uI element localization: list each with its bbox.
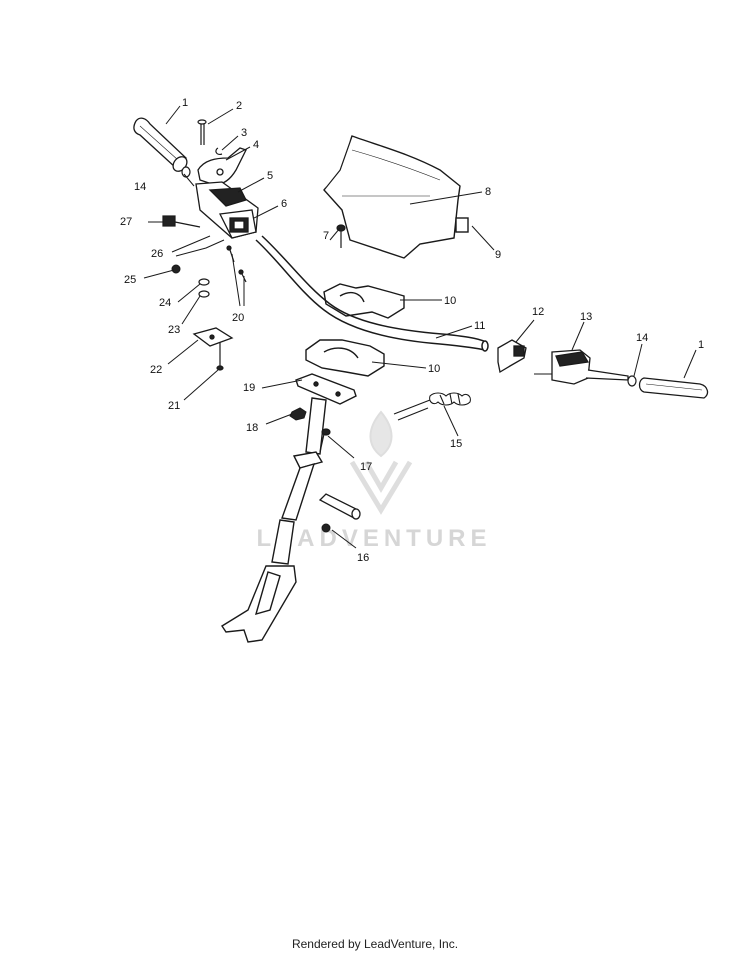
pin xyxy=(197,119,207,145)
callout-16: 16 xyxy=(357,552,369,564)
screw-17 xyxy=(319,428,331,453)
watermark-text: LEADVENTURE xyxy=(256,525,491,552)
callout-25: 25 xyxy=(124,274,136,286)
master-cylinder-13 xyxy=(534,349,629,385)
callout-6: 6 xyxy=(281,198,287,210)
throttle-housing xyxy=(195,181,259,239)
screws-20 xyxy=(226,245,247,283)
clamp-plate-22 xyxy=(192,327,234,347)
footer-credit: Rendered by LeadVenture, Inc. xyxy=(291,937,459,951)
screw-7 xyxy=(336,224,346,248)
callout-24: 24 xyxy=(159,297,171,309)
clip xyxy=(215,147,223,155)
coiled-cable-15 xyxy=(393,392,471,421)
callout-21: 21 xyxy=(168,400,180,412)
right-ferrule xyxy=(627,375,637,387)
left-ferrule xyxy=(181,166,191,178)
callout-1-right: 1 xyxy=(698,339,704,351)
steering-plate-19 xyxy=(295,373,357,405)
callout-22: 22 xyxy=(150,364,162,376)
callout-10-lower: 10 xyxy=(428,363,440,375)
callout-23: 23 xyxy=(168,324,180,336)
left-grip xyxy=(133,117,188,172)
upper-clamp-10 xyxy=(323,283,405,319)
callout-15: 15 xyxy=(450,438,462,450)
callout-10-upper: 10 xyxy=(444,295,456,307)
callout-14-right: 14 xyxy=(636,332,648,344)
callout-4: 4 xyxy=(253,139,259,151)
callout-9: 9 xyxy=(495,249,501,261)
washer-24 xyxy=(198,278,210,286)
screw-27 xyxy=(162,215,201,228)
callout-26: 26 xyxy=(151,248,163,260)
sleeve-16 xyxy=(318,493,361,520)
instrument-housing xyxy=(323,135,469,259)
brake-bracket-12 xyxy=(497,339,527,374)
callout-3: 3 xyxy=(241,127,247,139)
watermark: LEADVENTURE xyxy=(256,410,491,552)
washer-23 xyxy=(198,290,210,298)
callout-8: 8 xyxy=(485,186,491,198)
callout-2: 2 xyxy=(236,100,242,112)
watermark-logo-icon xyxy=(349,410,413,515)
leader-lines xyxy=(143,105,697,549)
nut-16 xyxy=(321,523,331,533)
callout-1-left: 1 xyxy=(182,97,188,109)
callout-11: 11 xyxy=(474,320,485,332)
callout-14-left: 14 xyxy=(134,181,146,193)
steering-column xyxy=(221,397,327,643)
callout-20: 20 xyxy=(232,312,244,324)
right-grip xyxy=(638,377,709,399)
callout-5: 5 xyxy=(267,170,273,182)
callout-17: 17 xyxy=(360,461,372,473)
callout-labels: 1 2 3 4 5 6 7 8 9 10 10 11 12 13 14 14 1… xyxy=(120,97,704,564)
nut-18 xyxy=(289,407,307,421)
lower-clamp-10 xyxy=(305,339,385,377)
nut-25 xyxy=(171,264,181,274)
callout-18: 18 xyxy=(246,422,258,434)
callout-13: 13 xyxy=(580,311,592,323)
callout-27: 27 xyxy=(120,216,132,228)
handlebar xyxy=(255,235,489,352)
callout-12: 12 xyxy=(532,306,544,318)
bolt-21 xyxy=(216,342,224,371)
callout-7: 7 xyxy=(323,230,329,242)
wire-26 xyxy=(175,239,225,257)
callout-19: 19 xyxy=(243,382,255,394)
